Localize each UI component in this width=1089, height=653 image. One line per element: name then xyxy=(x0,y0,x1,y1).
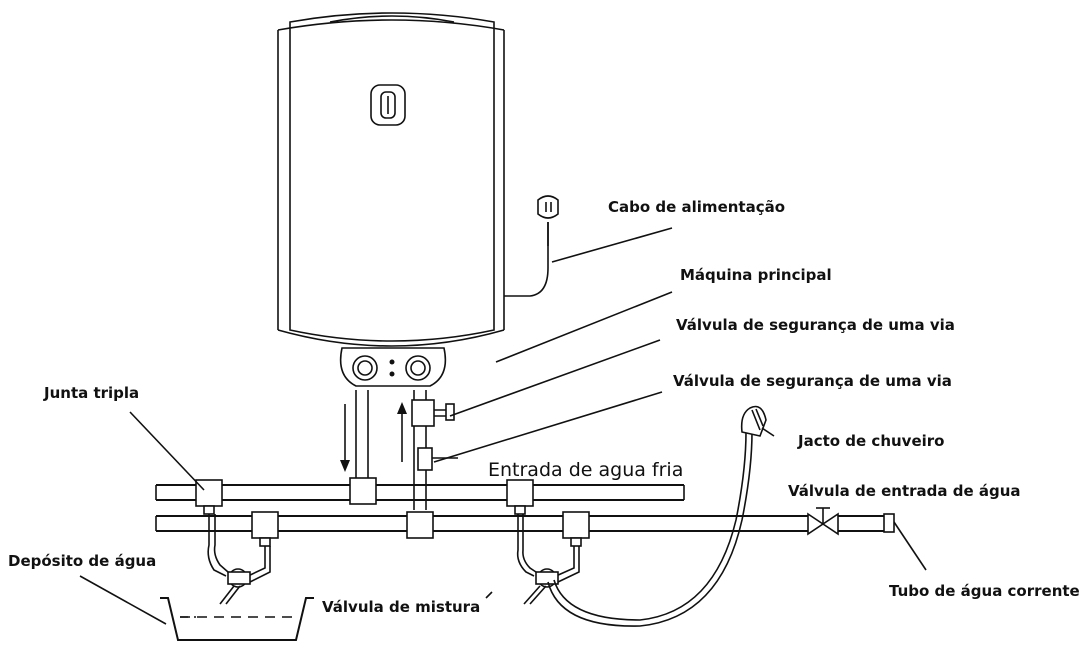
label-triple-joint: Junta tripla xyxy=(43,384,139,402)
control-panel xyxy=(339,347,447,387)
hot-water-pipe xyxy=(155,484,685,501)
power-cable xyxy=(504,195,559,297)
label-safety-valve-2: Válvula de segurança de uma via xyxy=(673,372,952,390)
heater-connection-pipes xyxy=(340,390,458,510)
water-heater-tank xyxy=(277,12,505,387)
label-shower-spray: Jacto de chuveiro xyxy=(797,432,944,450)
control-knob-right xyxy=(405,355,431,381)
label-power-cable: Cabo de alimentação xyxy=(608,198,785,216)
right-mixing-valve-group xyxy=(514,505,582,605)
label-mixing-valve: Válvula de mistura xyxy=(322,598,480,616)
leader-lines xyxy=(79,227,927,625)
left-mixing-valve-group xyxy=(203,505,271,605)
label-water-inlet-valve: Válvula de entrada de água xyxy=(788,482,1021,500)
control-knob-left xyxy=(352,355,378,381)
water-tank xyxy=(160,597,314,641)
label-cold-water-inlet: Entrada de agua fria xyxy=(488,459,683,481)
label-water-tank: Depósito de água xyxy=(8,552,156,570)
safety-valve-body xyxy=(411,399,435,427)
label-main-unit: Máquina principal xyxy=(680,266,832,284)
shower-head-icon xyxy=(740,405,767,437)
water-inlet-valve xyxy=(807,507,895,536)
label-running-water-pipe: Tubo de água corrente xyxy=(889,582,1080,600)
label-safety-valve-1: Válvula de segurança de uma via xyxy=(676,316,955,334)
shower-hose xyxy=(547,431,753,627)
tee-joints xyxy=(195,477,590,539)
